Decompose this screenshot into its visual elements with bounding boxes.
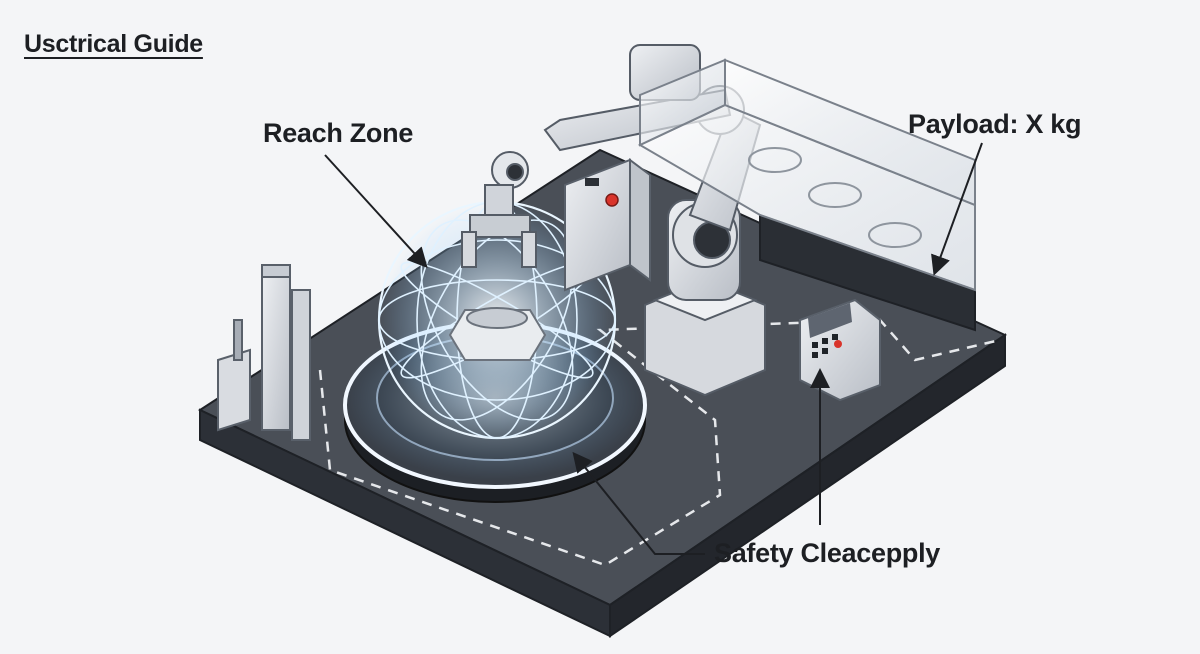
safety-leader xyxy=(572,451,705,555)
linear-actuator xyxy=(217,264,311,441)
workpiece xyxy=(448,307,547,361)
payload-label: Payload: X kg xyxy=(908,109,1082,139)
control-cabinet xyxy=(564,158,651,292)
safety-label: Safety Cleacepply xyxy=(714,538,941,568)
stop-button-icon xyxy=(605,193,619,207)
control-panel-icon xyxy=(799,298,881,402)
payload-leader xyxy=(931,142,983,276)
reach-zone-leader xyxy=(324,154,428,268)
enclosure-icon xyxy=(637,58,976,332)
reach-zone-label: Reach Zone xyxy=(263,118,414,148)
diagram-title: Usctrical Guide xyxy=(24,30,203,58)
callout-leaders xyxy=(324,142,983,555)
safety-boundary-line xyxy=(318,318,1001,567)
